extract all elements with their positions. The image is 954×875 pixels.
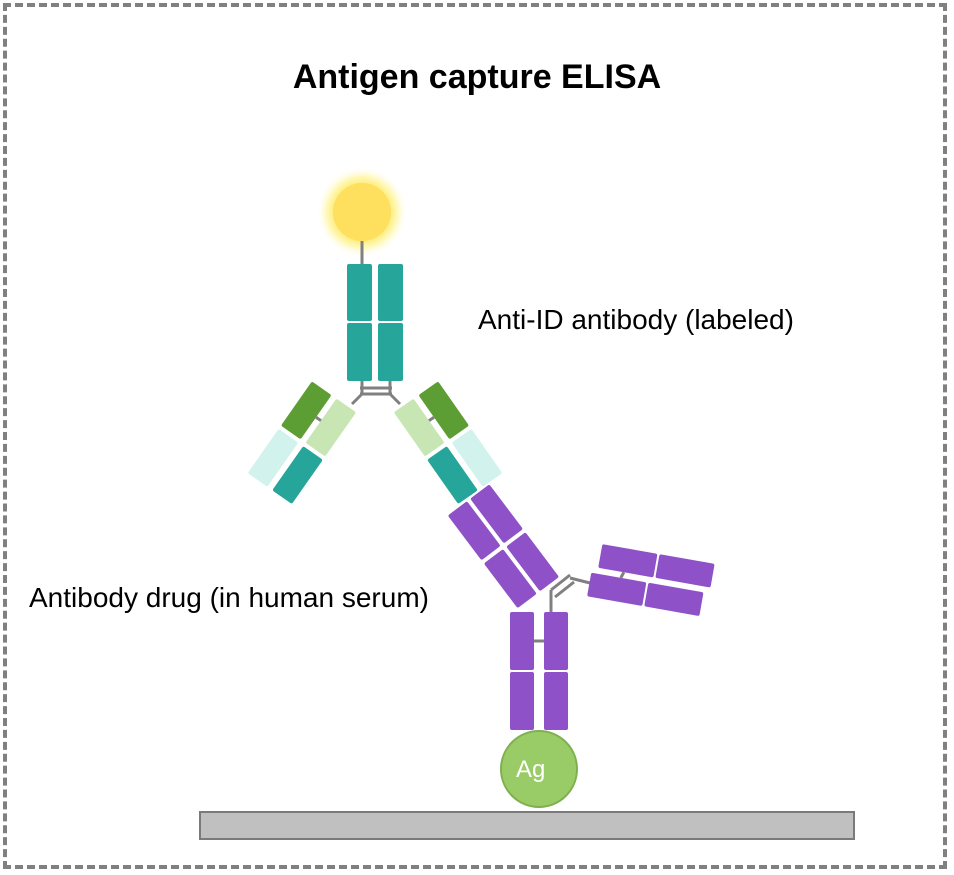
plate-surface: [199, 811, 855, 840]
anti-id-fab-arm-left: [248, 382, 356, 504]
label-sphere: [333, 183, 391, 241]
detection-label: [316, 166, 408, 264]
antigen-label: Ag: [516, 756, 545, 783]
anti-id-fc-region: [347, 264, 403, 381]
diagram-title: Antigen capture ELISA: [292, 58, 662, 96]
drug-fab-arm-left: [448, 485, 559, 608]
drug-fc-region: [510, 590, 568, 730]
drug-hinge: [550, 573, 591, 599]
antigen: Ag: [500, 730, 578, 808]
antibody-drug-label: Antibody drug (in human serum): [29, 582, 429, 613]
antibody-drug: [448, 485, 715, 730]
drug-fab-arm-right: [587, 544, 715, 616]
anti-id-antibody: [248, 166, 502, 504]
anti-id-fab-arm-right: [394, 382, 502, 504]
anti-id-antibody-label: Anti-ID antibody (labeled): [478, 304, 794, 335]
antigen-circle: [500, 730, 578, 808]
diagram-frame: [3, 3, 947, 869]
anti-id-hinge: [350, 381, 402, 406]
